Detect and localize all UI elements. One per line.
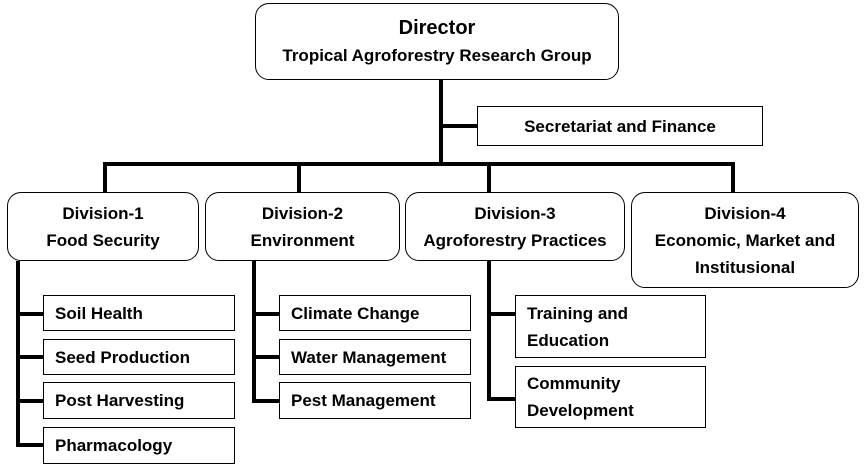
director-title: Director [398,17,476,39]
unit-training-line2: Education [527,330,610,350]
connector-div1-unit [16,355,43,359]
connector-div2-spine [252,261,256,403]
unit-soil-health: Soil Health [55,303,143,323]
division-2-focus: Environment [250,230,355,250]
secretariat-box: Secretariat and Finance [477,106,763,146]
connector-division-2 [297,162,301,192]
unit-box: Post Harvesting [43,382,235,419]
unit-pharmacology: Pharmacology [55,436,173,455]
director-box: Director Tropical Agroforestry Research … [255,3,619,80]
connector-div3-unit [487,312,515,316]
division-2-box: Division-2 Environment [205,192,400,261]
division-3-box: Division-3 Agroforestry Practices [405,192,625,261]
division-3-focus: Agroforestry Practices [423,230,607,250]
unit-box: Pest Management [279,382,471,419]
connector-division-1 [103,162,107,192]
division-2-name: Division-2 [261,203,344,223]
division-1-name: Division-1 [62,203,144,223]
connector-div1-unit [16,312,43,316]
connector-div2-unit [252,399,279,403]
division-4-box: Division-4 Economic, Market and Institus… [631,192,859,288]
connector-div2-unit [252,312,279,316]
unit-pest-management: Pest Management [291,391,436,410]
unit-post-harvesting: Post Harvesting [55,391,185,410]
unit-community-line2: Development [527,401,634,420]
connector-div3-unit [487,397,515,401]
connector-div2-unit [252,355,279,359]
division-3-name: Division-3 [474,203,556,223]
connector-division-bus [103,162,735,166]
connector-secretariat [441,124,478,128]
division-4-focus-line2: Institusional [694,257,796,277]
division-1-box: Division-1 Food Security [7,192,199,261]
connector-div1-spine [16,261,20,447]
connector-division-4 [731,162,735,192]
division-4-focus-line1: Economic, Market and [654,230,836,250]
division-1-focus: Food Security [46,230,160,250]
unit-box: Water Management [279,339,471,375]
connector-div1-unit [16,399,43,403]
division-4-name: Division-4 [704,203,786,223]
unit-seed-production: Seed Production [55,347,191,367]
secretariat-label: Secretariat and Finance [524,116,716,136]
unit-box: Community Development [515,366,706,428]
unit-box: Training and Education [515,295,706,358]
unit-community-line1: Community [527,374,621,393]
director-subtitle: Tropical Agroforestry Research Group [282,46,592,65]
unit-box: Climate Change [279,295,471,331]
unit-water-management: Water Management [291,347,447,367]
unit-training-line1: Training and [527,303,629,323]
unit-box: Soil Health [43,295,235,331]
unit-climate-change: Climate Change [291,303,420,323]
connector-director-trunk [439,80,443,164]
unit-box: Seed Production [43,339,235,375]
connector-div3-spine [487,261,491,401]
unit-box: Pharmacology [43,427,235,464]
connector-div1-unit [16,443,43,447]
connector-division-3 [487,162,491,192]
